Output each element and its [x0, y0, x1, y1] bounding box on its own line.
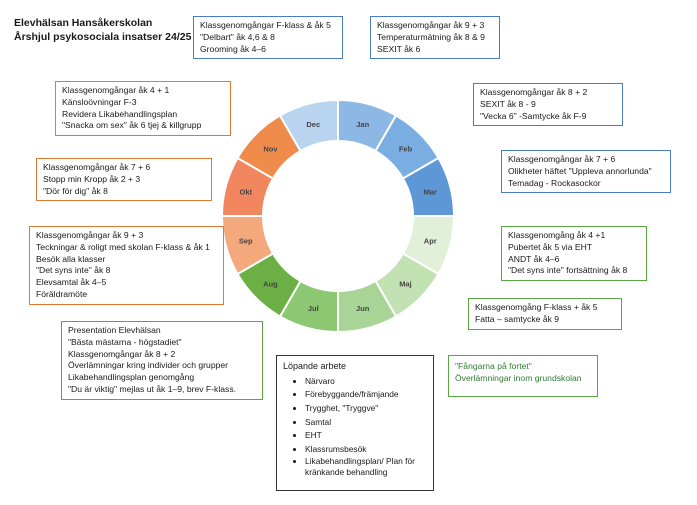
box-line: Olikheter häftet "Uppleva annorlunda" — [508, 165, 652, 176]
box-december: Klassgenomgångar F-klass & åk 5 "Delbart… — [193, 16, 343, 60]
ongoing-work-box: Löpande arbete Närvaro Förebyggande/främ… — [276, 355, 434, 491]
box-line: Fatta – samtycke åk 9 — [475, 313, 560, 324]
box-line: Presentation Elevhälsan — [68, 325, 161, 335]
box-line: Klassgenomgångar åk 9 + 3 — [377, 20, 485, 30]
month-label-aug: Aug — [263, 280, 278, 289]
box-line: SEXIT åk 8 - 9 — [480, 98, 536, 109]
box-april: Klassgenomgång åk 4 +1 Pubertet åk 5 via… — [501, 226, 647, 282]
month-label-jan: Jan — [356, 120, 369, 129]
box-line: Klassgenomgång F-klass + åk 5 — [475, 302, 598, 312]
ongoing-work-list: Närvaro Förebyggande/främjande Trygghet,… — [283, 375, 427, 479]
box-line: Klassgenomgångar åk 4 + 1 — [62, 85, 170, 95]
box-line: Klassgenomgångar åk 7 + 6 — [43, 162, 151, 172]
box-line: "Delbart" åk 4,6 & 8 — [200, 31, 275, 42]
box-line: Likabehandlingsplan genomgång — [68, 372, 195, 383]
list-item: Trygghet, "Tryggve" — [305, 402, 427, 416]
box-september: Klassgenomgångar åk 9 + 3 Teckningar & r… — [29, 226, 224, 305]
box-june: "Fångarna på fortet" Överlämningar inom … — [448, 355, 598, 397]
month-label-jul: Jul — [308, 304, 319, 313]
box-line: Klassgenomgångar åk 8 + 2 — [68, 348, 176, 359]
box-line: Klassgenomgångar F-klass & åk 5 — [200, 20, 331, 30]
box-line: "Vecka 6" -Samtycke åk F-9 — [480, 110, 587, 121]
box-line: Klassgenomgångar åk 7 + 6 — [508, 154, 616, 164]
box-line: Teckningar & roligt med skolan F-klass &… — [36, 241, 210, 252]
box-line: Pubertet åk 5 via EHT — [508, 241, 593, 252]
month-label-jun: Jun — [356, 304, 370, 313]
box-line: Klassgenomgång åk 4 +1 — [508, 230, 606, 240]
box-line: Överlämningar kring individer och gruppe… — [68, 360, 229, 371]
box-line: "Det syns inte" åk 8 — [36, 265, 111, 276]
box-line: Temperaturmätning åk 8 & 9 — [377, 31, 485, 42]
box-january: Klassgenomgångar åk 9 + 3 Temperaturmätn… — [370, 16, 500, 60]
box-line: "Bästa mästarna - högstadiet" — [68, 336, 182, 347]
list-item: Närvaro — [305, 375, 427, 389]
box-line: "Fångarna på fortet" — [455, 361, 532, 371]
box-line: Revidera Likabehandlingsplan — [62, 108, 178, 119]
month-label-dec: Dec — [306, 120, 320, 129]
wheel-segment-dec — [278, 98, 339, 153]
box-line: Klassgenomgångar åk 8 + 2 — [480, 87, 588, 97]
box-line: Överlämningar inom grundskolan — [455, 372, 582, 383]
box-line: Föräldramöte — [36, 288, 88, 299]
box-november: Klassgenomgångar åk 4 + 1 Känsloövningar… — [55, 81, 231, 137]
box-line: "Du är viktig" mejlas ut åk 1–9, brev F-… — [68, 383, 237, 394]
box-may: Klassgenomgång F-klass + åk 5 Fatta – sa… — [468, 298, 622, 330]
box-line: "Dör för dig" åk 8 — [43, 185, 108, 196]
box-line: Grooming åk 4–6 — [200, 43, 266, 54]
title-line-2: Årshjul psykosociala insatser 24/25 — [14, 31, 192, 43]
box-line: ANDT åk 4–6 — [508, 253, 560, 264]
list-item: Klassrumsbesök — [305, 443, 427, 457]
box-line: SEXIT åk 6 — [377, 43, 421, 54]
month-label-okt: Okt — [239, 187, 252, 196]
month-label-feb: Feb — [399, 144, 413, 153]
month-label-apr: Apr — [424, 237, 437, 246]
box-line: Temadag - Rockasockor — [508, 177, 601, 188]
title-line-1: Elevhälsan Hansåkerskolan — [14, 17, 153, 29]
box-line: Klassgenomgångar åk 9 + 3 — [36, 230, 144, 240]
list-item: EHT — [305, 429, 427, 443]
month-label-maj: Maj — [399, 280, 412, 289]
box-october: Klassgenomgångar åk 7 + 6 Stopp min Krop… — [36, 158, 212, 202]
box-line: Besök alla klasser — [36, 253, 106, 264]
box-line: "Snacka om sex" åk 6 tjej & killgrupp — [62, 120, 202, 131]
box-august: Presentation Elevhälsan "Bästa mästarna … — [61, 321, 263, 400]
box-line: "Det syns inte" fortsättning åk 8 — [508, 265, 628, 276]
box-line: Känsloövningar F-3 — [62, 96, 137, 107]
month-label-sep: Sep — [239, 237, 253, 246]
box-february: Klassgenomgångar åk 8 + 2 SEXIT åk 8 - 9… — [473, 83, 623, 127]
month-label-mar: Mar — [424, 187, 437, 196]
box-line: Stopp min Kropp åk 2 + 3 — [43, 173, 141, 184]
box-march: Klassgenomgångar åk 7 + 6 Olikheter häft… — [501, 150, 671, 194]
list-item: Förebyggande/främjande — [305, 388, 427, 402]
box-line: Elevsamtal åk 4–5 — [36, 277, 107, 288]
month-label-nov: Nov — [263, 144, 278, 153]
list-item: Likabehandlingsplan/ Plan för kränkande … — [305, 456, 427, 478]
page-title: Elevhälsan Hansåkerskolan Årshjul psykos… — [14, 16, 191, 44]
list-item: Samtal — [305, 416, 427, 430]
ongoing-work-heading: Löpande arbete — [283, 361, 347, 371]
